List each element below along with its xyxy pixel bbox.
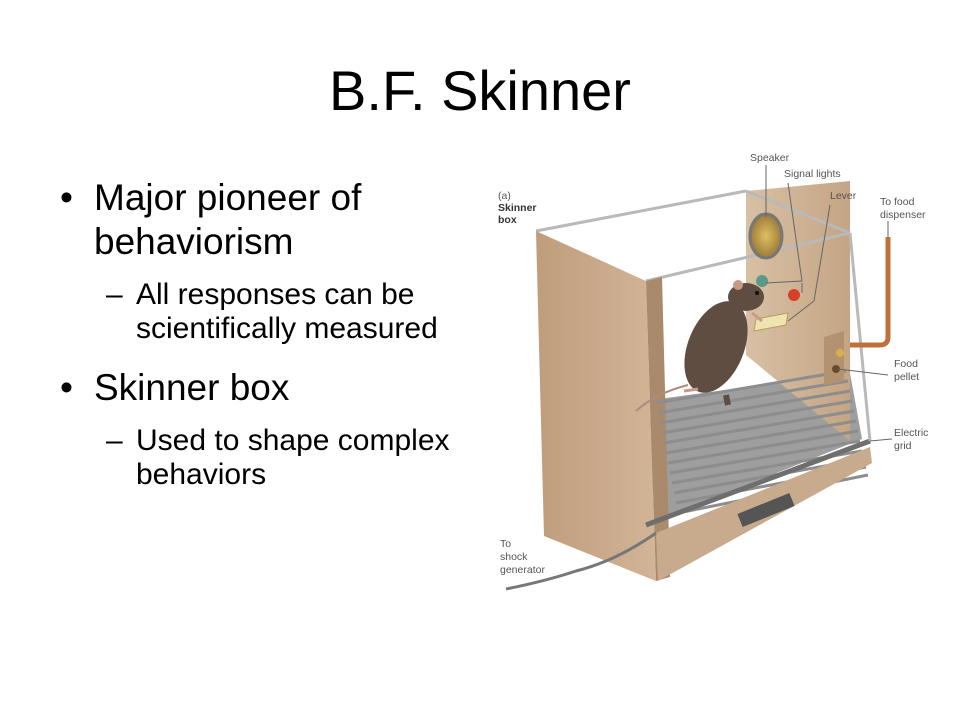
speaker-icon <box>748 212 784 260</box>
box-wall-edge <box>646 277 670 581</box>
food-dispenser-tube <box>850 237 891 348</box>
label-speaker: Speaker <box>750 152 790 164</box>
shock-cable <box>505 531 657 591</box>
food-pellet-icon <box>836 349 844 357</box>
sub-bullet-dash: – <box>106 278 123 311</box>
box-left-wall <box>536 231 656 581</box>
label-electric-grid: Electric <box>894 427 928 439</box>
panel-title-line: Skinner <box>498 202 537 214</box>
panel-title-line: box <box>498 214 517 226</box>
label-electric-grid: grid <box>894 440 912 452</box>
sub-bullet-text: Used to shape complex behaviors <box>136 424 450 491</box>
box-front-frame <box>848 232 872 442</box>
signal-light-red <box>788 289 800 301</box>
bullet-item: • Major pioneer of behaviorism <box>60 176 480 264</box>
slide-title: B.F. Skinner <box>329 59 631 122</box>
label-lever: Lever <box>830 190 857 202</box>
label-to-food-dispenser: To food <box>880 196 915 208</box>
lever <box>753 312 789 332</box>
tray-handle <box>737 493 795 527</box>
bullet-text: Major pioneer of behaviorism <box>94 177 362 262</box>
label-to-shock-generator: shock <box>500 551 528 563</box>
label-food-pellet: Food <box>894 358 918 370</box>
skinner-box-illustration: (a) Skinner box <box>498 152 928 591</box>
bullet-list: • Major pioneer of behaviorism – All res… <box>60 176 480 512</box>
food-pellet-icon <box>832 365 840 373</box>
food-tray <box>824 331 844 385</box>
sub-bullet-dash: – <box>106 424 123 457</box>
label-food-pellet: pellet <box>894 371 919 383</box>
bullet-dot: • <box>60 367 73 408</box>
label-to-shock-generator: To <box>500 538 511 550</box>
panel-label: (a) Skinner box <box>498 190 537 226</box>
rat-icon <box>635 280 764 412</box>
panel-letter: (a) <box>498 190 511 202</box>
bullet-item: • Skinner box <box>60 366 480 410</box>
sub-bullet-text: All responses can be scientifically meas… <box>136 278 438 345</box>
leader-lines <box>765 165 893 442</box>
grid-front-rail <box>645 438 871 528</box>
sub-bullet-item: – All responses can be scientifically me… <box>60 278 480 346</box>
box-roof-frame <box>535 189 851 283</box>
label-to-food-dispenser: dispenser <box>880 209 926 221</box>
skinner-box-figure: (a) Skinner box <box>466 141 954 593</box>
label-signal-lights: Signal lights <box>784 168 841 180</box>
bullet-dot: • <box>60 177 73 218</box>
sub-bullet-item: – Used to shape complex behaviors <box>60 424 480 492</box>
label-to-shock-generator: generator <box>500 564 545 576</box>
bullet-text: Skinner box <box>94 367 290 408</box>
signal-light-green <box>756 275 768 287</box>
